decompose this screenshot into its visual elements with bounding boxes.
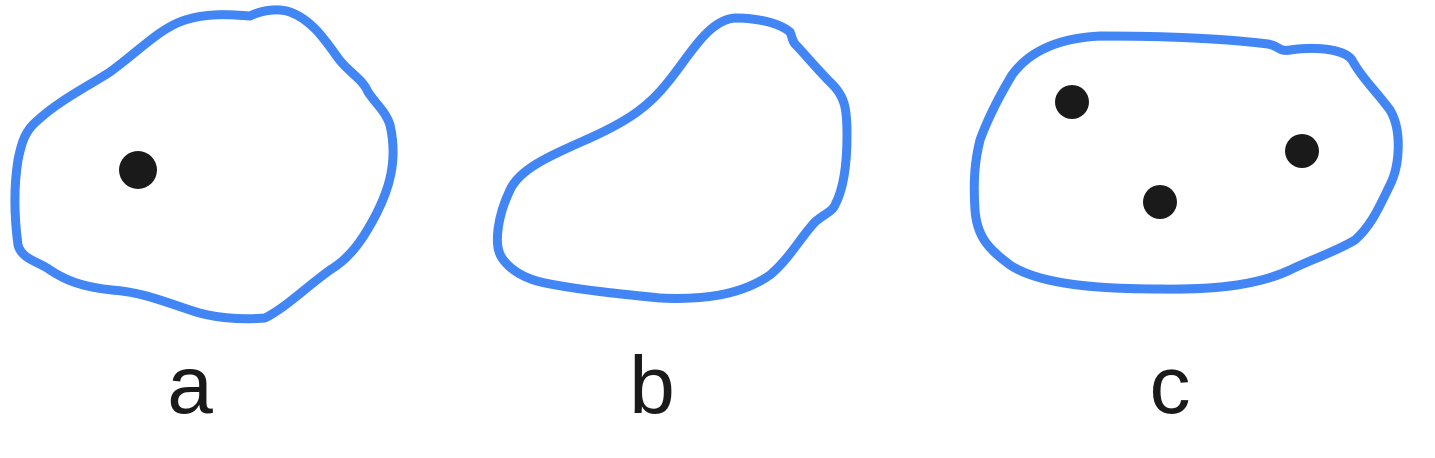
shape-c-dot-1 (1055, 85, 1089, 119)
shape-a-dot (119, 151, 157, 189)
shape-a: a (10, 5, 398, 431)
shape-c-label: c (1150, 340, 1191, 431)
shape-c-dot-2 (1285, 134, 1319, 168)
shape-b: b (492, 13, 852, 431)
shape-a-label: a (167, 340, 213, 431)
shape-c-dot-3 (1143, 185, 1177, 219)
shape-b-outline (492, 13, 852, 303)
shape-a-outline (10, 5, 398, 324)
shape-c-outline (969, 31, 1403, 294)
shape-b-label: b (629, 340, 675, 431)
shape-c: c (969, 31, 1403, 431)
